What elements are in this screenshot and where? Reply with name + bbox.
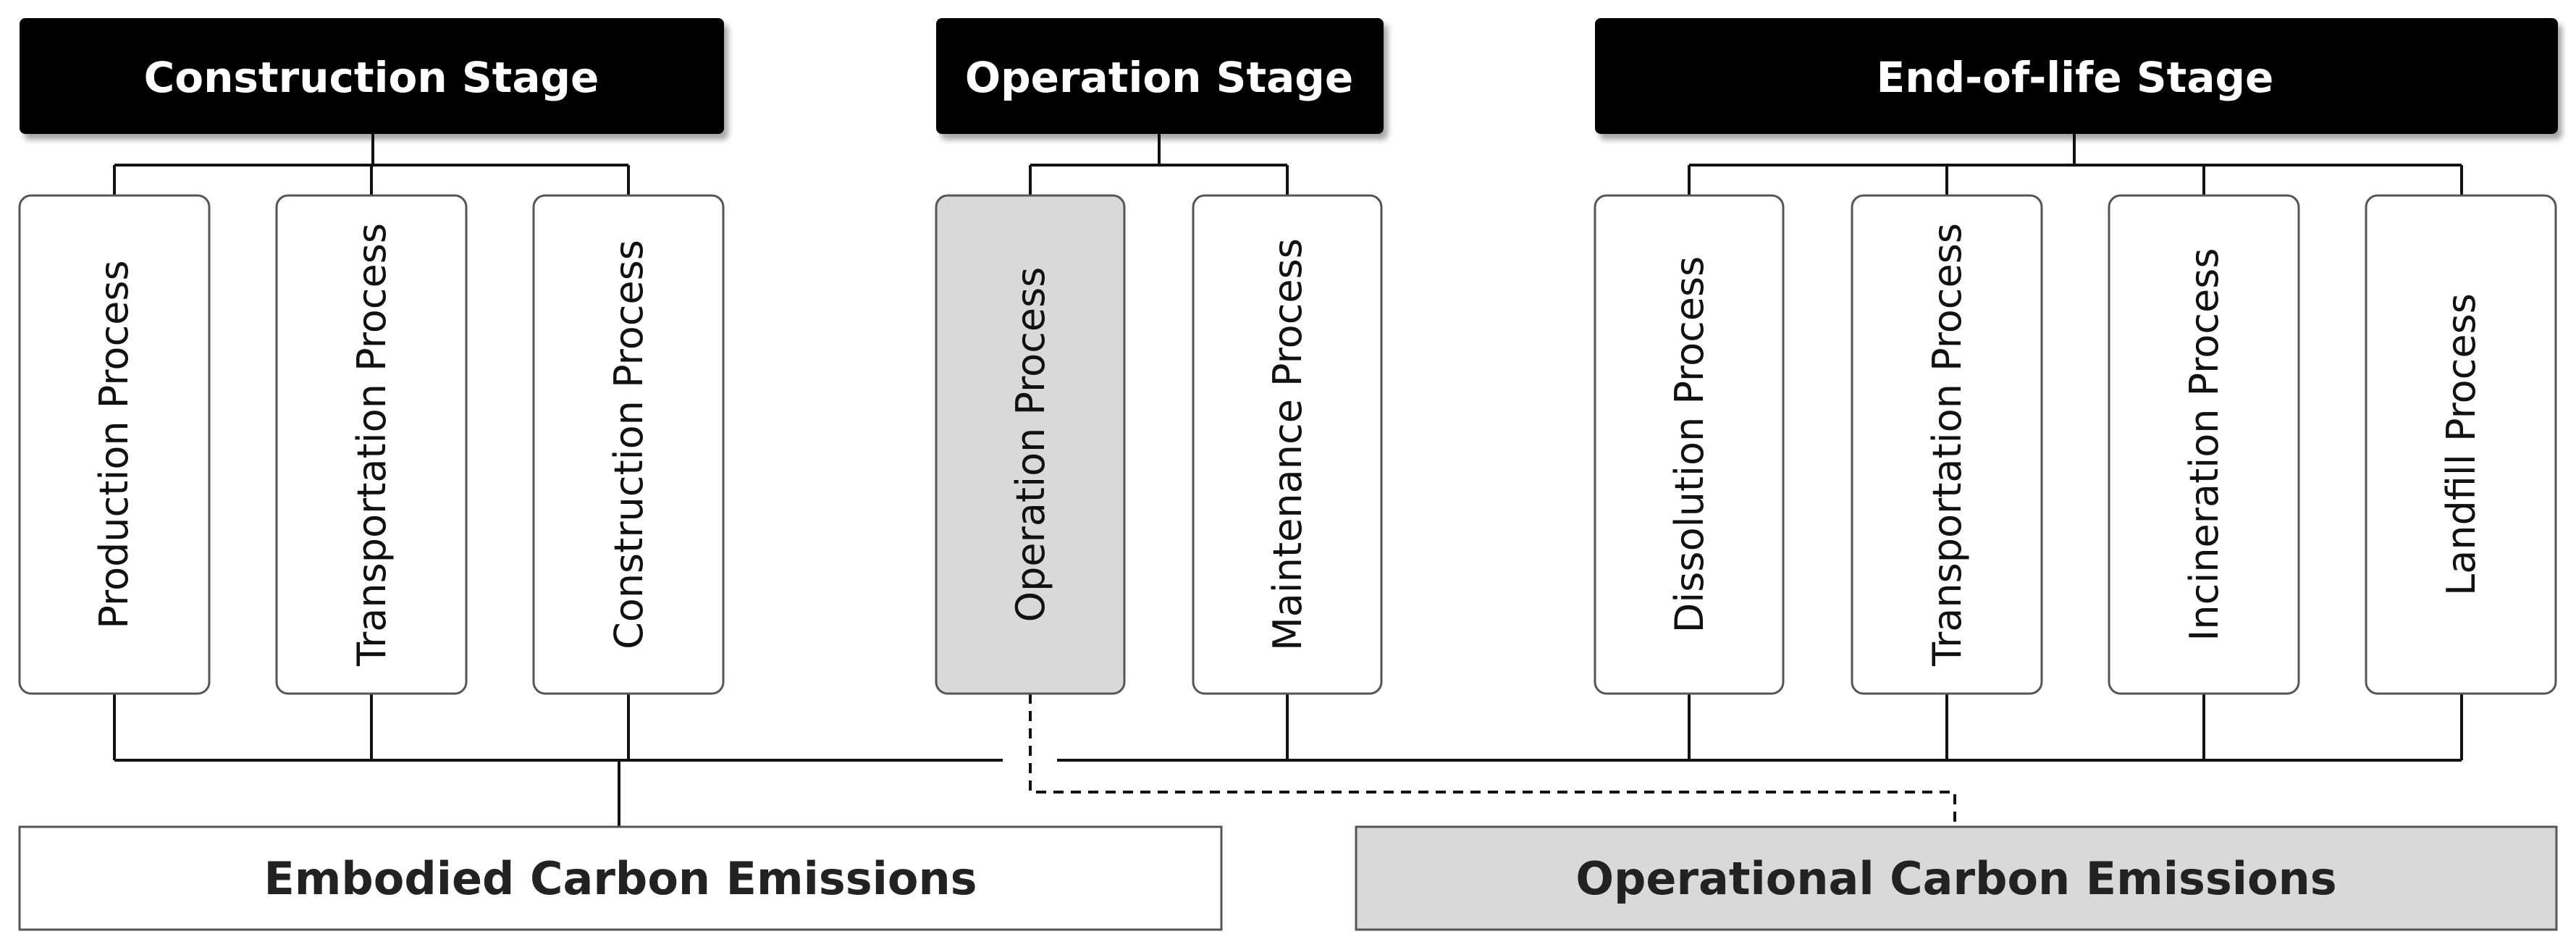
process-box-production: Production Process	[18, 194, 211, 695]
stage-header-operation: Operation Stage	[936, 18, 1384, 134]
header-connectors	[113, 134, 2463, 195]
process-label: Dissolution Process	[1667, 256, 1712, 634]
emission-connectors	[113, 694, 2463, 827]
process-box-maintenance: Maintenance Process	[1192, 194, 1383, 695]
stage-header-end-of-life: End-of-life Stage	[1595, 18, 2558, 134]
process-label: Transportation Process	[349, 223, 395, 667]
process-box-landfill: Landfill Process	[2365, 194, 2557, 695]
process-label: Landfill Process	[2438, 293, 2484, 596]
stage-title: End-of-life Stage	[1877, 53, 2274, 102]
process-box-dissolution: Dissolution Process	[1594, 194, 1785, 695]
process-box-incineration: Incineration Process	[2108, 194, 2300, 695]
process-label: Production Process	[91, 260, 137, 628]
operational-emissions-box: Operational Carbon Emissions	[1355, 825, 2558, 931]
process-label: Operation Process	[1008, 267, 1053, 623]
process-box-construction: Construction Process	[532, 194, 725, 695]
process-label: Maintenance Process	[1265, 238, 1310, 651]
process-label: Construction Process	[606, 240, 652, 649]
stage-header-construction: Construction Stage	[20, 18, 724, 134]
process-box-operation: Operation Process	[935, 194, 1126, 695]
process-box-transportation-construction: Transportation Process	[275, 194, 468, 695]
stage-title: Operation Stage	[965, 53, 1353, 102]
process-label: Transportation Process	[1924, 223, 1970, 667]
operational-dashed-connector	[1029, 694, 1956, 827]
process-label: Incineration Process	[2181, 248, 2227, 641]
emission-label: Operational Carbon Emissions	[1575, 852, 2336, 905]
embodied-emissions-box: Embodied Carbon Emissions	[18, 825, 1223, 931]
process-box-transportation-end-of-life: Transportation Process	[1851, 194, 2043, 695]
emission-label: Embodied Carbon Emissions	[264, 852, 977, 905]
stage-title: Construction Stage	[144, 53, 599, 102]
